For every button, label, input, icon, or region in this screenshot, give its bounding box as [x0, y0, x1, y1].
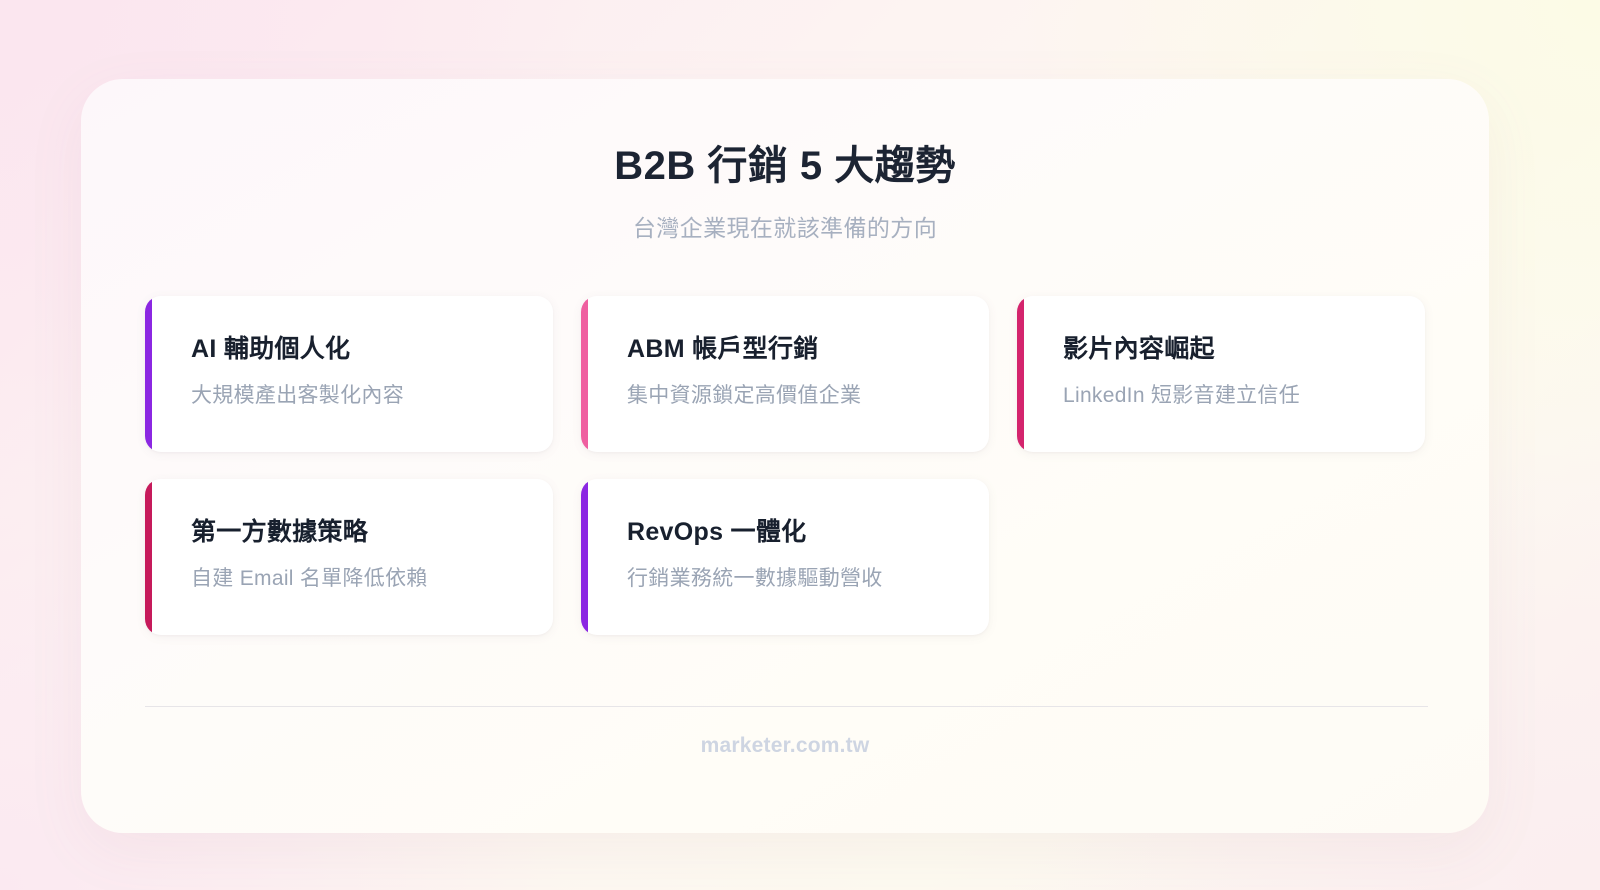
card-accent-bar [1017, 296, 1024, 452]
trend-card-description: 行銷業務統一數據驅動營收 [627, 567, 883, 590]
trend-card-title: ABM 帳戶型行銷 [627, 335, 819, 363]
trend-card-description: 大規模產出客製化內容 [191, 384, 404, 407]
trend-card-description: 自建 Email 名單降低依賴 [191, 567, 428, 590]
trend-card-title: RevOps 一體化 [627, 518, 807, 546]
card-accent-bar [145, 479, 152, 635]
trend-card-grid: AI 輔助個人化 大規模產出客製化內容 ABM 帳戶型行銷 集中資源鎖定高價值企… [145, 296, 1428, 635]
footer-divider [145, 706, 1428, 707]
trend-card[interactable]: ABM 帳戶型行銷 集中資源鎖定高價值企業 [581, 296, 989, 452]
trend-card[interactable]: 第一方數據策略 自建 Email 名單降低依賴 [145, 479, 553, 635]
content-panel: B2B 行銷 5 大趨勢 台灣企業現在就該準備的方向 AI 輔助個人化 大規模產… [81, 79, 1489, 833]
page-subtitle: 台灣企業現在就該準備的方向 [632, 215, 938, 241]
trend-card[interactable]: 影片內容崛起 LinkedIn 短影音建立信任 [1017, 296, 1425, 452]
card-accent-bar [145, 296, 152, 452]
site-attribution: marketer.com.tw [700, 734, 870, 757]
trend-card-description: 集中資源鎖定高價值企業 [627, 384, 862, 407]
footer: marketer.com.tw [81, 734, 1489, 758]
trend-card-title: 影片內容崛起 [1063, 335, 1215, 363]
card-accent-bar [581, 296, 588, 452]
card-accent-bar [581, 479, 588, 635]
trend-card-title: AI 輔助個人化 [191, 335, 351, 363]
trend-card-title: 第一方數據策略 [191, 518, 369, 546]
trend-card[interactable]: AI 輔助個人化 大規模產出客製化內容 [145, 296, 553, 452]
page-title: B2B 行銷 5 大趨勢 [614, 144, 956, 188]
trend-card-description: LinkedIn 短影音建立信任 [1063, 384, 1301, 407]
trend-card[interactable]: RevOps 一體化 行銷業務統一數據驅動營收 [581, 479, 989, 635]
header: B2B 行銷 5 大趨勢 台灣企業現在就該準備的方向 [81, 141, 1489, 243]
